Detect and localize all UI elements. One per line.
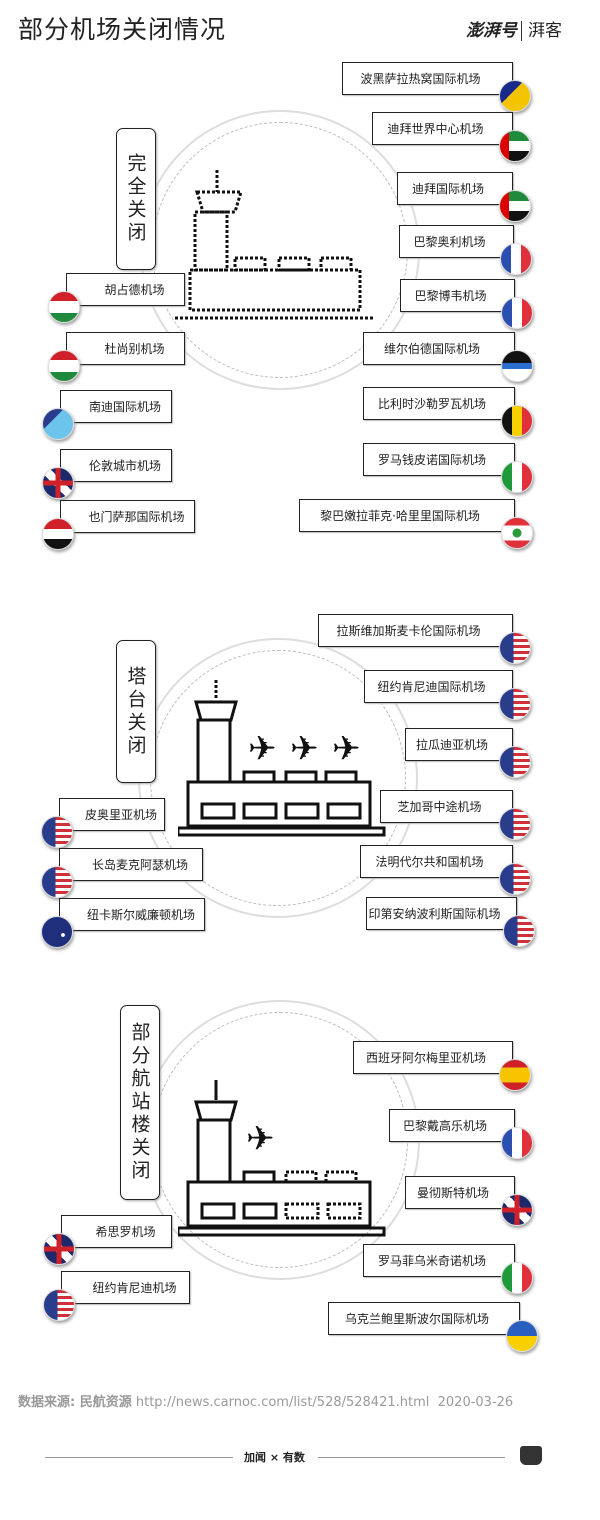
airport-label: 法明代尔共和国机场 [360,845,513,878]
airport-label: 印第安纳波利斯国际机场 [366,897,517,930]
uae-flag-icon [499,130,531,162]
divider [318,1457,505,1458]
france-flag-icon [500,243,532,275]
airport-label: 比利时沙勒罗瓦机场 [363,387,515,420]
airport-label: 波黑萨拉热窝国际机场 [342,62,513,95]
usa-flag-icon [503,915,535,947]
airport-label: 维尔伯德国际机场 [363,332,515,365]
category-label: 完全关闭 [116,128,156,270]
airport-label: 拉瓜迪亚机场 [405,728,513,761]
airport-label: 乌克兰鲍里斯波尔国际机场 [328,1302,520,1335]
brand-name: 澎湃号 [466,21,517,41]
bosnia-flag-icon [499,80,531,112]
svg-text:✈: ✈ [290,729,319,769]
airport-label: 罗马钱皮诺国际机场 [363,443,515,476]
uae-flag-icon [499,190,531,222]
page-title: 部分机场关闭情况 [18,15,227,44]
svg-text:✈: ✈ [248,729,277,769]
source-label: 数据来源: 民航资源 [18,1395,132,1410]
airport-label: 皮奥里亚机场 [59,798,165,831]
usa-flag-icon [499,808,531,840]
italy-flag-icon [501,461,533,493]
australia-flag-icon [41,916,73,948]
airport-label: 胡占德机场 [66,273,185,306]
airport-label: 也门萨那国际机场 [60,500,195,533]
airport-label: 纽约肯尼迪国际机场 [364,670,513,703]
airport-label: 巴黎博韦机场 [400,279,515,312]
airport-label: 黎巴嫩拉菲克·哈里里国际机场 [299,499,515,532]
uk-flag-icon [501,1194,533,1226]
airport-label: 巴黎戴高乐机场 [389,1109,515,1142]
airport-label: 迪拜国际机场 [397,172,513,205]
usa-flag-icon [499,746,531,778]
ukraine-flag-icon [506,1320,538,1352]
source-url[interactable]: http://news.carnoc.com/list/528/528421.h… [135,1395,430,1410]
tajikistan-flag-icon [48,350,80,382]
airport-tower-with-planes-icon: ✈ ✈ ✈ [178,680,386,837]
uk-flag-icon [42,467,74,499]
footer-logo: 加闻 × 有数 [244,1451,305,1464]
fiji-flag-icon [42,408,74,440]
lebanon-flag-icon [501,517,533,549]
airport-label: 伦敦城市机场 [60,449,172,482]
usa-flag-icon [41,816,73,848]
yemen-flag-icon [42,518,74,550]
brand-logo: 澎湃号湃客 [466,16,562,41]
source-date: 2020-03-26 [437,1395,514,1410]
dotted-airport-terminal-icon [175,170,375,320]
usa-flag-icon [499,688,531,720]
airport-label: 芝加哥中途机场 [380,790,513,823]
airport-label: 长岛麦克阿瑟机场 [59,848,203,881]
usa-flag-icon [499,632,531,664]
airport-label: 罗马菲乌米奇诺机场 [363,1244,515,1277]
usa-flag-icon [43,1289,75,1321]
airport-label: 曼彻斯特机场 [405,1176,515,1209]
airport-label: 南迪国际机场 [60,390,172,423]
category-label: 塔台关闭 [116,640,156,783]
airport-label: 纽卡斯尔威廉顿机场 [59,898,205,931]
airport-partial-terminal-icon: ✈ [178,1080,386,1237]
airport-label: 西班牙阿尔梅里亚机场 [353,1041,513,1074]
uk-flag-icon [43,1233,75,1265]
airport-label: 迪拜世界中心机场 [372,112,513,145]
italy-flag-icon [501,1262,533,1294]
spain-flag-icon [499,1059,531,1091]
france-flag-icon [501,1127,533,1159]
data-source: 数据来源: 民航资源 http://news.carnoc.com/list/5… [18,1391,513,1410]
usa-flag-icon [41,866,73,898]
belgium-flag-icon [501,405,533,437]
tajikistan-flag-icon [48,291,80,323]
airport-label: 巴黎奥利机场 [399,225,514,258]
france-flag-icon [501,297,533,329]
svg-text:✈: ✈ [246,1119,275,1159]
owl-icon [520,1446,542,1465]
airport-label: 杜尚别机场 [66,332,185,365]
usa-flag-icon [499,863,531,895]
airport-label: 拉斯维加斯麦卡伦国际机场 [318,614,513,647]
svg-text:✈: ✈ [332,729,361,769]
airport-label: 纽约肯尼迪机场 [61,1271,190,1304]
category-label: 部分航站楼关闭 [120,1005,160,1200]
antigua-flag-icon [501,350,533,382]
divider [45,1457,233,1458]
brand-sub: 湃客 [521,21,562,41]
airport-label: 希思罗机场 [61,1215,172,1248]
